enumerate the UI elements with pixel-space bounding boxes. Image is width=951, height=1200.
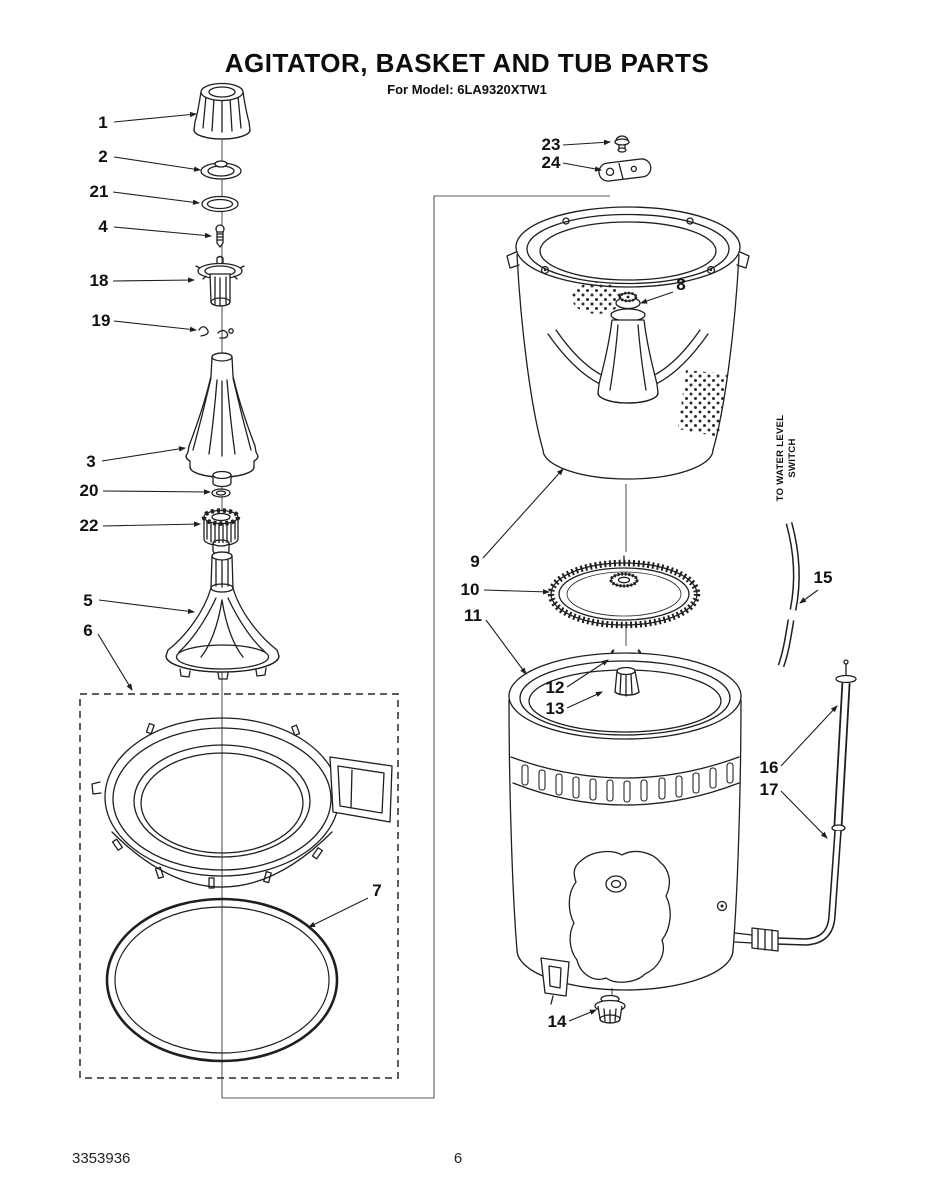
callout-2: 2	[98, 147, 202, 172]
callout-16: 16	[760, 705, 838, 777]
callout-8-number: 8	[676, 275, 685, 294]
callout-17-number: 17	[760, 780, 779, 799]
callout-21-number: 21	[90, 182, 109, 201]
callout-14: 14	[548, 1009, 597, 1031]
callout-8: 8	[639, 275, 686, 304]
callout-23: 23	[542, 135, 612, 154]
part-washer	[211, 488, 231, 498]
callout-13: 13	[546, 691, 603, 718]
callout-24-number: 24	[542, 153, 561, 172]
part-tub-gasket	[105, 897, 339, 1063]
callout-9-number: 9	[470, 552, 479, 571]
callout-1-number: 1	[98, 113, 107, 132]
callout-10-number: 10	[461, 580, 480, 599]
page-number: 6	[454, 1150, 462, 1167]
callout-13-number: 13	[546, 699, 565, 718]
model-subtitle: For Model: 6LA9320XTW1	[387, 82, 547, 97]
part-cap-seal	[200, 160, 242, 180]
callout-3: 3	[86, 446, 187, 471]
callout-22-number: 22	[80, 516, 99, 535]
callout-18-number: 18	[90, 271, 109, 290]
part-tub-ring-assembly	[79, 693, 399, 1079]
callout-3-number: 3	[86, 452, 95, 471]
callout-2-number: 2	[98, 147, 107, 166]
part-screw	[614, 135, 630, 153]
water-level-label-line2: SWITCH	[787, 438, 798, 477]
callout-6-number: 6	[83, 621, 92, 640]
part-tub	[508, 652, 742, 1005]
callout-12: 12	[546, 659, 609, 697]
callout-15: 15	[799, 568, 833, 604]
callout-19-number: 19	[92, 311, 111, 330]
page-title: AGITATOR, BASKET AND TUB PARTS	[225, 48, 709, 78]
callout-19: 19	[92, 311, 198, 333]
callout-4: 4	[98, 217, 213, 239]
callout-24: 24	[542, 153, 603, 172]
basket-perforations-side	[678, 370, 727, 437]
callout-15-number: 15	[814, 568, 833, 587]
callout-21: 21	[90, 182, 201, 205]
assembly-centerlines	[221, 140, 627, 1099]
callout-14-number: 14	[548, 1012, 567, 1031]
water-level-label-line1: TO WATER LEVEL	[775, 415, 786, 502]
part-inlet-hose	[734, 659, 857, 952]
water-level-switch-label: TO WATER LEVEL SWITCH	[775, 415, 798, 502]
part-drain-fitting	[594, 994, 626, 1024]
callout-16-number: 16	[760, 758, 779, 777]
part-pressure-hose	[777, 522, 800, 668]
callout-17: 17	[760, 780, 828, 839]
part-drive-bell	[165, 551, 280, 680]
callout-7-number: 7	[372, 881, 381, 900]
part-drive-block	[201, 508, 241, 555]
callout-9: 9	[470, 468, 564, 571]
basket-perforations-top	[572, 282, 622, 314]
callout-5-number: 5	[83, 591, 92, 610]
tub-sump-outline	[568, 850, 671, 983]
callout-1: 1	[98, 111, 198, 132]
callout-5: 5	[83, 591, 196, 614]
part-agitator	[185, 352, 259, 488]
part-basket	[506, 206, 750, 480]
callout-11: 11	[464, 606, 527, 675]
part-drive-hub	[547, 555, 701, 629]
part-stud	[215, 224, 225, 248]
callout-22: 22	[80, 516, 202, 535]
callout-20-number: 20	[80, 481, 99, 500]
callout-7: 7	[308, 881, 382, 928]
part-o-ring	[201, 195, 239, 213]
callout-18: 18	[90, 271, 196, 290]
callout-11-number: 11	[464, 606, 482, 625]
callout-12-number: 12	[546, 678, 565, 697]
callout-20: 20	[80, 481, 212, 500]
part-agitator-cap	[193, 82, 251, 140]
callout-6: 6	[83, 621, 133, 691]
doc-number: 3353936	[72, 1150, 130, 1167]
tub-slots	[521, 762, 734, 803]
part-clips	[198, 326, 234, 339]
callout-23-number: 23	[542, 135, 561, 154]
part-bracket	[598, 158, 652, 182]
callout-4-number: 4	[98, 217, 108, 236]
part-dispenser	[195, 255, 245, 307]
part-coupling	[614, 666, 640, 697]
callouts: 1 2 21 4 18 19 3 20 22 5 6 7 23 24 8 9 1…	[80, 111, 838, 1031]
callout-10: 10	[461, 580, 551, 599]
